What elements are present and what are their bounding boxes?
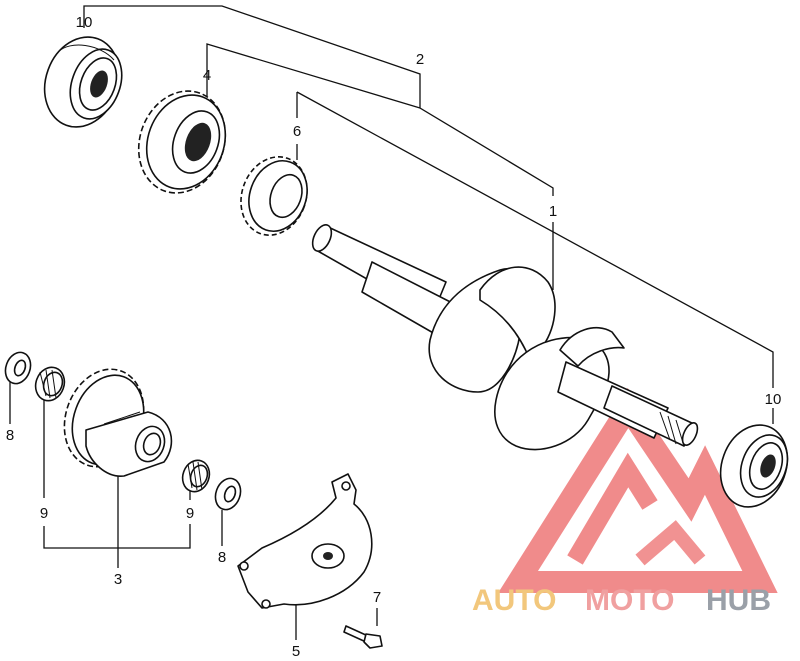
callout-8-left: 8 bbox=[6, 427, 14, 444]
callout-3: 3 bbox=[114, 571, 122, 588]
callout-1: 1 bbox=[549, 203, 557, 220]
callout-7: 7 bbox=[373, 589, 381, 606]
callout-2: 2 bbox=[416, 51, 424, 68]
callout-4: 4 bbox=[203, 67, 211, 84]
bolt bbox=[343, 625, 383, 649]
crankshaft bbox=[311, 224, 699, 451]
gear-small bbox=[240, 156, 308, 236]
watermark-text: AUTO MOTO HUB bbox=[472, 584, 771, 617]
needle-bearing-right bbox=[181, 459, 211, 493]
callout-9-right: 9 bbox=[186, 505, 194, 522]
callout-10-top: 10 bbox=[76, 14, 93, 31]
bearing-right bbox=[719, 424, 789, 508]
callout-9-left: 9 bbox=[40, 505, 48, 522]
watermark-hub: HUB bbox=[706, 584, 771, 617]
bearing-top bbox=[43, 36, 123, 128]
leader-lines bbox=[9, 5, 774, 640]
callout-8-right: 8 bbox=[218, 549, 226, 566]
watermark-moto: MOTO bbox=[585, 584, 674, 617]
callout-5: 5 bbox=[292, 643, 300, 660]
callout-10-right: 10 bbox=[765, 391, 782, 408]
balancer-gear bbox=[63, 368, 173, 477]
callouts: 10 4 2 6 1 10 8 9 3 9 8 5 7 bbox=[6, 14, 782, 660]
watermark-logo bbox=[498, 387, 778, 593]
gear-large bbox=[137, 90, 227, 194]
watermark-auto: AUTO bbox=[472, 584, 556, 617]
washer-right bbox=[214, 477, 242, 511]
callout-6: 6 bbox=[293, 123, 301, 140]
needle-bearing-left bbox=[34, 366, 66, 402]
washer-left bbox=[4, 351, 32, 385]
cover-plate bbox=[237, 473, 373, 609]
